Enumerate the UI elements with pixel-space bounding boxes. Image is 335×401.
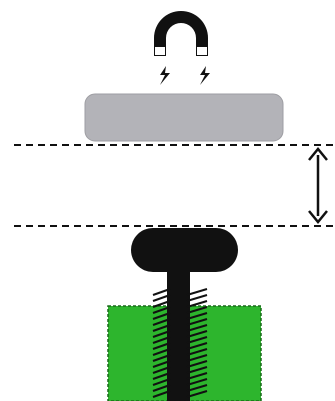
thread-line-left	[152, 318, 171, 326]
thread-line-right	[186, 330, 208, 338]
thread-line-left	[152, 348, 171, 356]
thread-line-right	[186, 294, 208, 302]
thread-line-right	[186, 390, 208, 398]
thread-line-right	[186, 372, 208, 380]
thread-line-right	[186, 378, 208, 386]
thread-line-right	[186, 348, 208, 356]
thread-line-left	[152, 312, 171, 320]
bolt-shank	[167, 266, 190, 401]
magnet-left-pole	[155, 47, 165, 55]
magnet-body	[154, 11, 208, 56]
thread-line-left	[152, 300, 171, 308]
horseshoe-magnet-icon	[154, 11, 208, 56]
screw-bolt-icon	[131, 228, 238, 401]
thread-line-left	[152, 366, 171, 374]
thread-line-left	[152, 378, 171, 386]
bolt-threads	[152, 288, 208, 398]
thread-line-right	[186, 360, 208, 368]
thread-line-right	[186, 336, 208, 344]
thread-line-right	[186, 384, 208, 392]
thread-line-left	[152, 306, 171, 314]
thread-line-right	[186, 366, 208, 374]
thread-line-right	[186, 288, 208, 296]
thread-line-right	[186, 300, 208, 308]
lightning-bolt-icon-right	[200, 66, 210, 85]
thread-line-left	[152, 336, 171, 344]
thread-line-left	[152, 390, 171, 398]
thread-line-left	[152, 360, 171, 368]
thread-line-left	[152, 294, 171, 302]
thread-line-left	[152, 354, 171, 362]
bolt-head	[131, 228, 238, 272]
magnet-right-pole	[197, 47, 207, 55]
thread-line-right	[186, 324, 208, 332]
thread-line-left	[152, 372, 171, 380]
double-headed-arrow-icon	[308, 147, 328, 224]
thread-line-left	[152, 324, 171, 332]
lightning-bolt-icon-left	[160, 66, 170, 85]
thread-line-left	[152, 330, 171, 338]
thread-line-right	[186, 354, 208, 362]
thread-line-right	[186, 312, 208, 320]
thread-line-left	[152, 288, 171, 296]
metal-plate	[84, 93, 284, 142]
thread-line-right	[186, 306, 208, 314]
thread-line-right	[186, 318, 208, 326]
thread-line-left	[152, 342, 171, 350]
thread-line-left	[152, 384, 171, 392]
thread-line-right	[186, 342, 208, 350]
